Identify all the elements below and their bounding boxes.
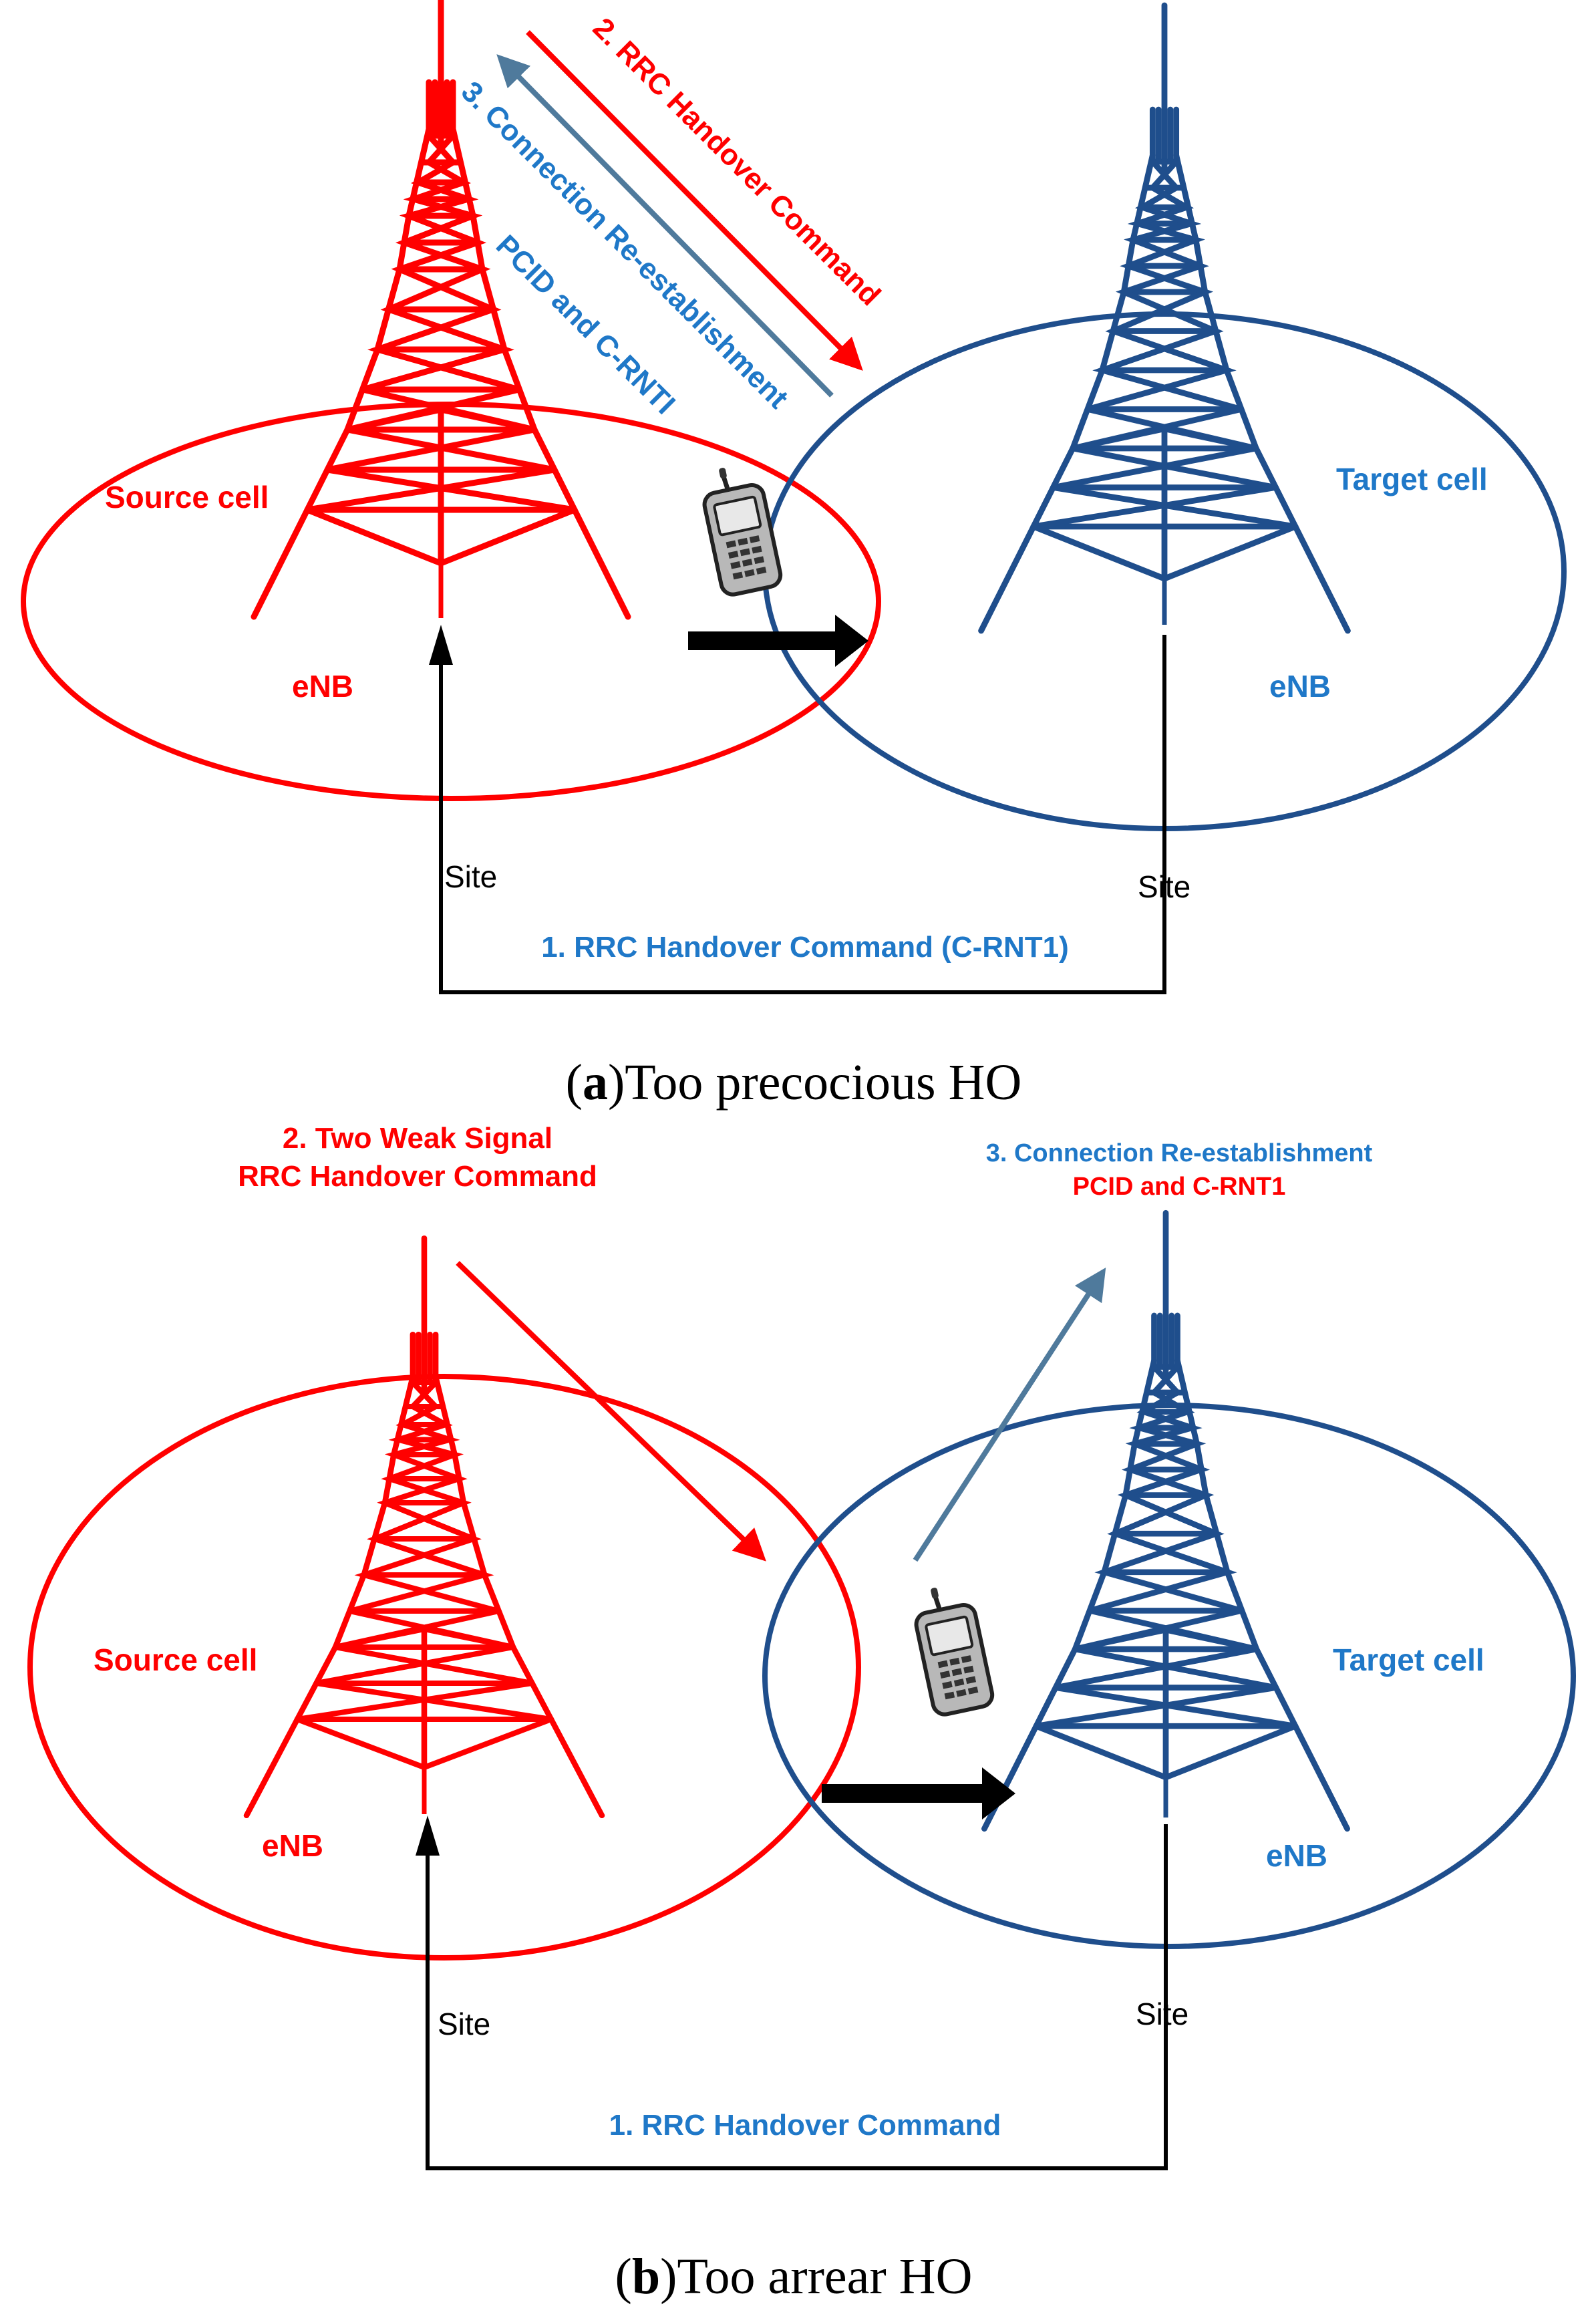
source-enb-label: eNB [262,1828,323,1863]
target-enb-label: eNB [1266,1838,1327,1873]
backhaul-link [416,1815,1168,2170]
caption-text: Too arrear HO [677,2248,972,2305]
step2-label-line1: 2. Two Weak Signal [283,1122,552,1155]
caption-letter: b [632,2248,660,2305]
step1-label: 1. RRC Handover Command [609,2109,1001,2142]
caption-text: Too precocious HO [625,1054,1021,1111]
source-cell-ellipse [27,1374,861,1960]
panel-a: 2. RRC Handover Command 3. Connection Re… [21,0,1567,1111]
mobile-phone-icon [697,460,782,597]
step2-label-line2: RRC Handover Command [238,1160,597,1193]
source-site-label: Site [438,2007,490,2041]
step3-label-line2: PCID and C-RNT1 [1073,1173,1286,1201]
target-tower-icon [984,1213,1347,1829]
source-enb-label: eNB [292,669,353,704]
mobile-phone-icon [909,1580,994,1717]
source-tower-icon [247,1238,602,1815]
step3-arrow [496,54,834,398]
step3-arrow [913,1267,1106,1562]
target-site-label: Site [1136,1997,1188,2031]
step1-label: 1. RRC Handover Command (C-RNT1) [541,931,1069,964]
caption-letter: a [583,1054,608,1111]
source-cell-label: Source cell [94,1642,257,1677]
step3-label-line1: 3. Connection Re-establishment [986,1139,1373,1167]
step2-arrow [456,1261,766,1562]
target-cell-label: Target cell [1336,462,1488,496]
backhaul-link [429,625,1166,994]
target-enb-label: eNB [1269,669,1331,704]
panel-b: 2. Two Weak Signal RRC Handover Command … [27,1122,1576,2305]
movement-arrow [822,1767,1015,1820]
panel-b-caption: (b)Too arrear HO [615,2248,973,2305]
source-cell-label: Source cell [105,480,269,515]
target-cell-ellipse [762,1403,1576,1949]
target-site-label: Site [1138,869,1190,904]
source-cell-ellipse [21,402,881,801]
panel-a-caption: (a)Too precocious HO [566,1054,1022,1111]
step2-arrow [526,30,863,371]
target-tower-icon [981,5,1348,631]
target-cell-label: Target cell [1333,1642,1484,1677]
source-site-label: Site [444,859,497,894]
movement-arrow [688,615,868,667]
